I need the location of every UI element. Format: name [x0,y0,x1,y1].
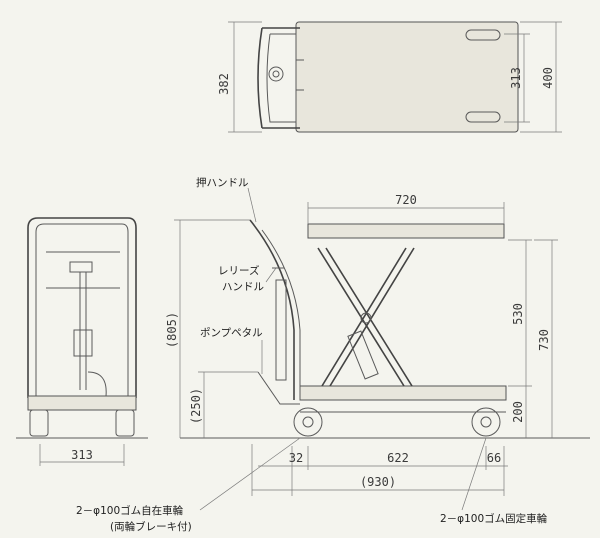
dim-pedal-height: (250) [189,388,203,424]
dim-front-width: 313 [71,448,93,462]
dim-top-inner: 313 [509,67,523,89]
dim-stroke: 530 [511,303,525,325]
label-release-handle-2: ハンドル [222,281,264,293]
dim-front-offset: 32 [289,451,303,465]
dim-rear-offset: 66 [487,451,501,465]
dim-table-length: 720 [395,193,417,207]
label-release-handle-1: レリーズ [218,264,259,277]
dim-total-height: (805) [165,312,179,348]
label-swivel-caster: 2－φ100ゴム自在車輪 [76,504,184,517]
dim-min-height: 200 [511,401,525,423]
label-pump-pedal: ポンプペタル [200,327,263,339]
dim-top-width: 382 [217,73,231,95]
label-brake-note: (両輪ブレーキ付) [110,520,192,533]
side-view: 720 (805) (250) 530 200 730 32 622 66 (9… [165,193,590,496]
dim-top-outer: 400 [541,67,555,89]
dim-max-height: 730 [537,329,551,351]
callouts: 押ハンドル レリーズ ハンドル ポンプペタル 2－φ100ゴム自在車輪 (両輪ブ… [76,176,548,533]
dim-wheelbase: 622 [387,451,409,465]
dim-overall-length: (930) [360,475,396,489]
label-fixed-caster: 2－φ100ゴム固定車輪 [440,512,548,525]
top-view: 382 313 400 [217,21,562,133]
label-push-handle: 押ハンドル [196,176,249,189]
front-view: 313 [16,217,148,466]
